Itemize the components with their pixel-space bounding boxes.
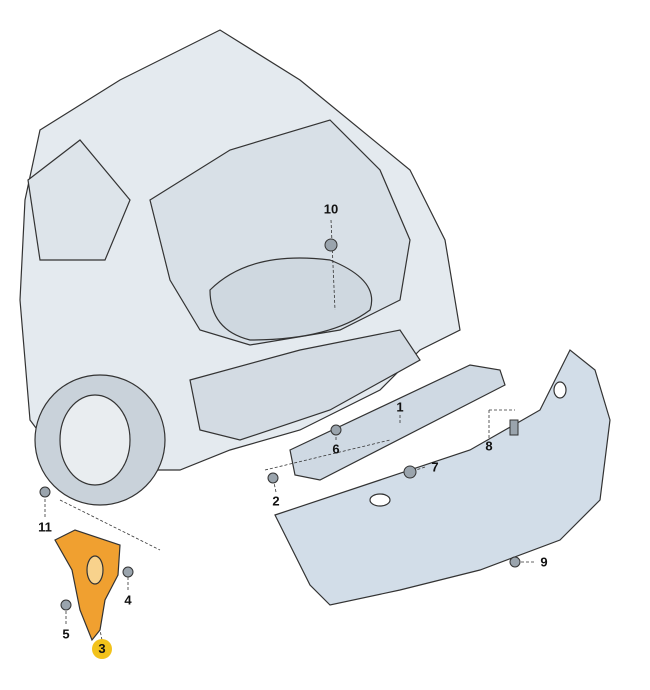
part-label-3-highlighted: 3: [92, 639, 112, 659]
bracket-part-3: [54, 529, 121, 642]
part-label-7: 7: [431, 459, 439, 475]
part-label-5: 5: [62, 626, 70, 642]
bumper-cover: [274, 349, 611, 606]
part-label-8: 8: [485, 438, 493, 454]
part-label-10: 10: [323, 201, 339, 217]
part-label-9: 9: [540, 554, 548, 570]
car-body: [19, 29, 461, 506]
part-label-2: 2: [272, 493, 280, 509]
part-label-1: 1: [396, 399, 404, 415]
part-label-6: 6: [332, 441, 340, 457]
part-label-4: 4: [124, 592, 132, 608]
fasteners: [39, 238, 521, 611]
part-label-11: 11: [38, 519, 52, 535]
